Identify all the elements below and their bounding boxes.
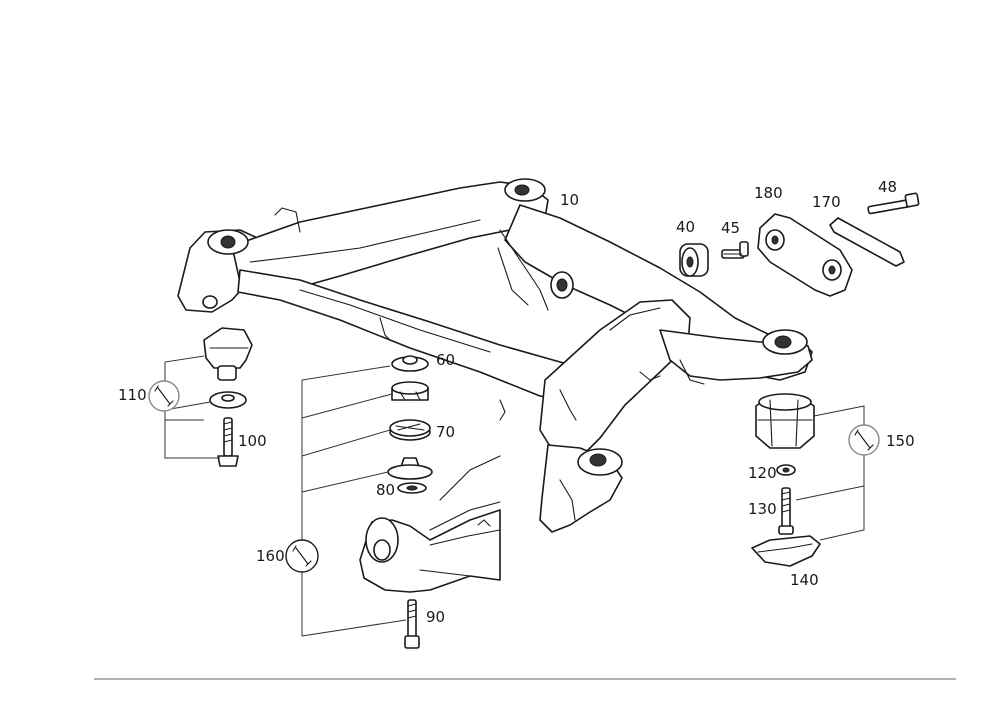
callout-90: 90 [426,608,445,626]
callout-180: 180 [754,184,783,202]
callout-70: 70 [436,423,455,441]
callout-120: 120 [748,464,777,482]
washer-120 [776,464,796,476]
leader-160 [301,365,407,637]
mount-left-110 [203,327,253,381]
callout-140: 140 [790,571,819,589]
wrench-icon [285,539,319,573]
leader-160b [301,393,393,419]
callout-48: 48 [878,178,897,196]
bolt-45 [721,241,749,259]
callout-40: 40 [676,218,695,236]
bolt-48 [867,192,920,215]
bracket-170 [829,217,905,267]
bolt-100 [217,417,239,467]
bushing-40 [679,243,709,277]
leader-150b [795,485,865,501]
wrench-icon [148,380,180,412]
differential-housing [359,455,501,593]
leader-160d [301,471,389,493]
callout-110: 110 [118,386,147,404]
mount-right-150 [755,393,815,449]
leader-160c [301,429,391,457]
part-60 [391,355,429,372]
callout-60: 60 [436,351,455,369]
rear-axle-carrier [177,178,813,533]
callout-130: 130 [748,500,777,518]
link-180 [757,213,853,297]
part-70 [389,419,431,441]
washer-left [209,391,247,409]
leader-150 [813,405,865,541]
part-70b [387,457,433,480]
callout-160: 160 [256,547,285,565]
part-80 [397,482,427,494]
bolt-90 [404,599,420,649]
callout-10: 10 [560,191,579,209]
bolt-130 [778,487,794,535]
bracket-140 [751,535,821,567]
callout-80: 80 [376,481,395,499]
callout-45: 45 [721,219,740,237]
wrench-icon [848,424,880,456]
callout-100: 100 [238,432,267,450]
callout-150: 150 [886,432,915,450]
part-60b [391,381,429,401]
callout-170: 170 [812,193,841,211]
